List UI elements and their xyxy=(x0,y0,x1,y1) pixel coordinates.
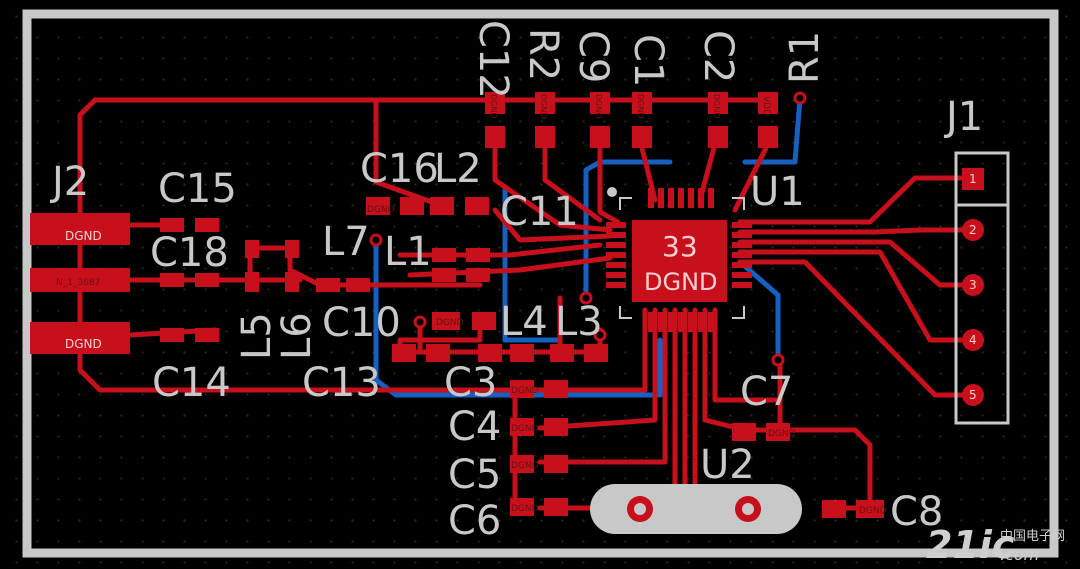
c2-net: DGND xyxy=(712,94,721,119)
label-c1: C1 xyxy=(625,34,671,87)
c10-net: DGND xyxy=(436,318,464,328)
label-c16: C16 xyxy=(360,146,439,192)
label-c9: C9 xyxy=(570,30,616,83)
label-c13: C13 xyxy=(302,360,381,406)
label-c15: C15 xyxy=(158,166,237,212)
j1-pin5: 5 xyxy=(969,388,977,402)
u1-silk-outline xyxy=(619,197,745,319)
c3-net: DGND xyxy=(511,386,539,396)
u1-pad-net: DGND xyxy=(644,268,718,296)
label-c18: C18 xyxy=(150,230,229,276)
label-c4: C4 xyxy=(448,404,501,450)
c16-net: DGND xyxy=(367,205,395,215)
watermark-domain: .com xyxy=(1000,545,1039,564)
label-l7: L7 xyxy=(322,219,370,265)
j1-outline xyxy=(954,151,1010,425)
board-outline xyxy=(22,9,1059,558)
j1-pin3: 3 xyxy=(969,278,977,292)
c8-net: DGND xyxy=(859,506,887,516)
label-r1: R1 xyxy=(782,31,828,84)
watermark-cn: 中国电子网 xyxy=(1000,529,1065,544)
vias xyxy=(369,91,807,367)
label-c6: C6 xyxy=(448,498,501,544)
label-l1: L1 xyxy=(384,229,432,275)
label-l5: L5 xyxy=(234,312,280,360)
j2-pad1-net: N_1_3687 xyxy=(56,278,100,288)
label-c14: C14 xyxy=(152,360,231,406)
label-c2: C2 xyxy=(695,30,741,83)
label-c10: C10 xyxy=(322,300,401,346)
c12-net: DGND xyxy=(489,94,498,119)
label-c5: C5 xyxy=(448,452,501,498)
j2-pad2-net: DGND xyxy=(65,229,102,243)
label-c7: C7 xyxy=(740,369,793,415)
c7-net: DGND xyxy=(768,429,796,439)
j1-pin2: 2 xyxy=(969,223,977,237)
label-c12: C12 xyxy=(470,20,516,99)
label-c8: C8 xyxy=(890,489,943,535)
u1-pad-number: 33 xyxy=(662,230,698,263)
c9-net: DGND xyxy=(594,94,603,119)
c5-net: DGND xyxy=(511,461,539,471)
label-u1: U1 xyxy=(750,169,805,215)
c4-net: DGND xyxy=(511,424,539,434)
label-l2: L2 xyxy=(434,146,482,192)
label-u2: U2 xyxy=(700,442,755,488)
r1-net: VDD xyxy=(761,96,771,116)
j2-pad3-net: DGND xyxy=(65,337,102,351)
label-j2: J2 xyxy=(49,159,89,205)
label-j1: J1 xyxy=(943,94,983,140)
c6-net: DGND xyxy=(511,504,539,514)
top-copper-pads xyxy=(30,92,984,518)
label-l4: L4 xyxy=(500,299,548,345)
j1-pin4: 4 xyxy=(969,333,977,347)
label-c11: C11 xyxy=(500,189,579,235)
label-l6: L6 xyxy=(274,312,320,360)
c1-net: DGND xyxy=(636,94,645,119)
label-r2: R2 xyxy=(520,28,566,81)
label-l3: L3 xyxy=(555,299,603,345)
label-c3: C3 xyxy=(444,360,497,406)
watermark: 21ic 中国电子网 .com xyxy=(926,523,1065,567)
u2-crystal-body xyxy=(590,484,802,534)
watermark-logo: 21ic xyxy=(926,523,1015,567)
u1-pins xyxy=(606,188,752,332)
j1-pin1: 1 xyxy=(969,172,977,186)
r2-net: DGND xyxy=(539,94,548,119)
u1-pin1-marker xyxy=(607,187,617,197)
